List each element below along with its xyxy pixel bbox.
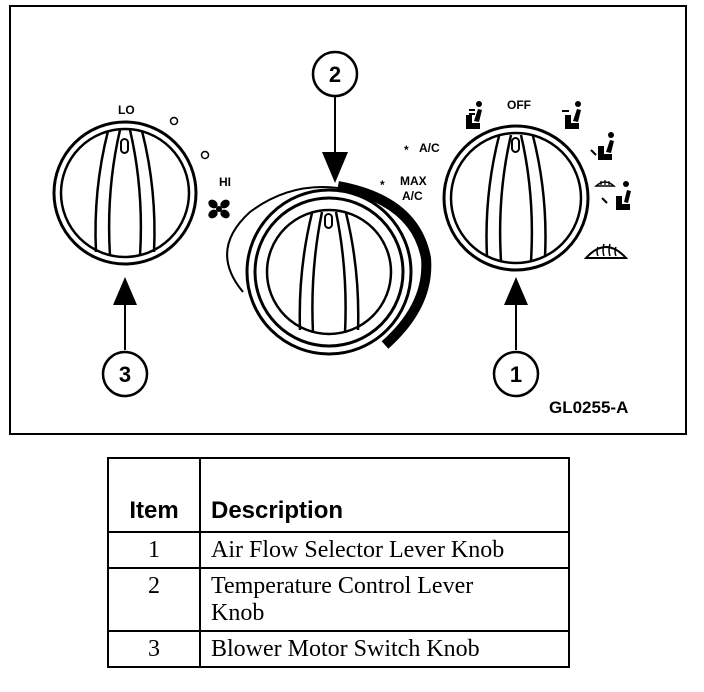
legend-header-item-cell: Item <box>107 457 201 533</box>
callout-arrow-3 <box>113 277 137 305</box>
legend-item-description: Blower Motor Switch Knob <box>199 630 570 668</box>
legend-header-row: Item Description <box>107 457 570 533</box>
max-ac-label: A/C <box>402 189 423 203</box>
legend-header-description: Description <box>211 497 344 524</box>
vent-seat-icon <box>562 101 581 129</box>
blower-speed-dot <box>200 150 210 160</box>
blower-lo-label: LO <box>118 103 135 117</box>
figure-code: GL0255-A <box>549 398 628 417</box>
callout-3-label: 3 <box>119 362 131 387</box>
air-flow-selector-knob <box>442 124 590 272</box>
windshield-defrost-icon <box>583 243 629 259</box>
legend-item-number: 1 <box>107 531 201 569</box>
legend-table: Item Description 1 Air Flow Selector Lev… <box>107 457 570 668</box>
legend-item-description: Temperature Control Lever Knob <box>199 567 570 632</box>
blower-motor-switch-knob <box>52 120 198 266</box>
blower-speed-dot <box>169 116 179 126</box>
ac-label: A/C <box>419 141 440 155</box>
max-label: MAX <box>400 174 427 188</box>
legend-row: 1 Air Flow Selector Lever Knob <box>107 531 570 569</box>
callout-1-label: 1 <box>510 362 522 387</box>
legend-header-description-cell: Description <box>199 457 570 533</box>
floor-seat-icon <box>590 132 614 160</box>
diagram-frame <box>9 5 687 435</box>
vent-seat-icon <box>466 101 482 129</box>
hvac-controls-diagram: LO HI 3 2 * A/C * MAX A/C <box>9 5 687 435</box>
callout-3-circle <box>101 350 149 398</box>
legend-row: 3 Blower Motor Switch Knob <box>107 630 570 668</box>
callout-1-circle <box>492 350 540 398</box>
legend-item-description: Air Flow Selector Lever Knob <box>199 531 570 569</box>
callout-2-label: 2 <box>329 62 341 87</box>
blower-hi-label: HI <box>219 175 231 189</box>
callout-arrow-1 <box>504 277 528 305</box>
fan-icon <box>208 199 230 219</box>
off-label: OFF <box>507 98 531 112</box>
callout-arrow-2 <box>322 152 348 183</box>
defrost-seat-icon <box>594 180 631 210</box>
legend-item-number: 2 <box>107 567 201 632</box>
legend-item-number: 3 <box>107 630 201 668</box>
legend-header-item: Item <box>129 497 179 524</box>
legend-row: 2 Temperature Control Lever Knob <box>107 567 570 632</box>
temperature-control-knob <box>226 181 432 356</box>
max-star: * <box>380 178 385 192</box>
ac-star: * <box>404 143 409 157</box>
